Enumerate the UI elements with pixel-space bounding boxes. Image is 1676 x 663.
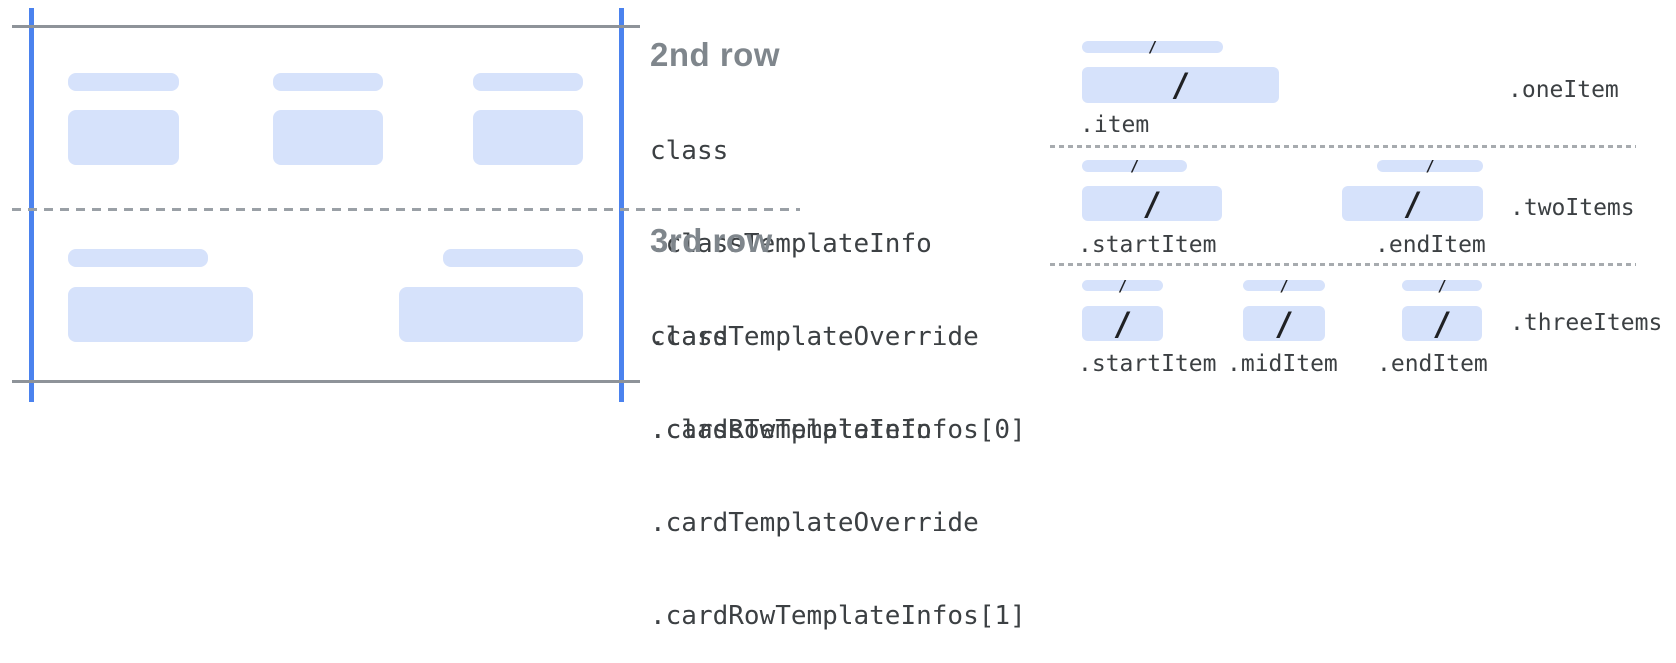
two-end-value-bar: / <box>1342 186 1483 221</box>
row3-right-label-bar <box>443 249 583 267</box>
two-end-label-bar: / <box>1377 157 1483 175</box>
row2-col1-label-bar <box>68 73 179 91</box>
code-line: .classTemplateInfo <box>650 415 932 445</box>
three-mid-label-bar: / <box>1243 276 1325 295</box>
slash-glyph: / <box>1274 304 1294 343</box>
code-line: class <box>650 136 729 166</box>
slash-glyph: / <box>1279 276 1289 295</box>
three-items-section-label: .threeItems <box>1510 310 1663 336</box>
slash-glyph: / <box>1117 276 1128 295</box>
slash-glyph: / <box>1432 304 1452 343</box>
start-item-label: .startItem <box>1078 232 1217 258</box>
end-item-label: .endItem <box>1377 351 1488 377</box>
row2-col2-label-bar <box>273 73 383 91</box>
row2-heading: 2nd row <box>650 36 781 73</box>
mid-item-label: .midItem <box>1227 351 1338 377</box>
slash-glyph: / <box>1437 276 1447 295</box>
slash-glyph: / <box>1170 66 1191 104</box>
card-bottom-edge <box>12 380 640 383</box>
card-template-diagram: { "left_panel": { "row2": { "heading": "… <box>12 8 1663 631</box>
left-guide-line <box>29 8 34 402</box>
row3-left-value-bar <box>68 287 253 342</box>
three-end-label-bar: / <box>1402 276 1482 295</box>
section-separator-dashed <box>1050 145 1636 148</box>
three-mid-value-bar: / <box>1243 306 1325 341</box>
one-item-value-bar: / <box>1082 67 1279 103</box>
slash-glyph: / <box>1112 304 1133 343</box>
slash-glyph: / <box>1402 184 1423 223</box>
row3-code-path: class .classTemplateInfo .cardTemplateOv… <box>650 260 1026 663</box>
row2-col3-label-bar <box>473 73 583 91</box>
row2-col3-value-bar <box>473 110 583 165</box>
row2-col1-value-bar <box>68 110 179 165</box>
row3-heading: 3rd row <box>650 222 773 259</box>
one-item-label-bar: / <box>1082 38 1223 56</box>
row2-col2-value-bar <box>273 110 383 165</box>
code-line: .cardTemplateOverride <box>650 322 979 352</box>
slash-glyph: / <box>1425 157 1435 175</box>
code-line: .classTemplateInfo <box>650 229 932 259</box>
card-top-edge <box>12 25 640 28</box>
three-start-value-bar: / <box>1082 306 1163 341</box>
row3-right-value-bar <box>399 287 583 342</box>
right-guide-line <box>619 8 624 402</box>
row3-left-label-bar <box>68 249 208 267</box>
three-end-value-bar: / <box>1402 306 1482 341</box>
code-line: class <box>650 322 729 352</box>
row-divider-dashed <box>12 208 800 211</box>
slash-glyph: / <box>1147 38 1158 56</box>
end-item-label: .endItem <box>1375 232 1486 258</box>
slash-glyph: / <box>1142 184 1162 223</box>
two-items-section-label: .twoItems <box>1510 195 1635 221</box>
three-start-label-bar: / <box>1082 276 1163 295</box>
code-line: .cardTemplateOverride <box>650 508 979 538</box>
one-item-section-label: .oneItem <box>1508 77 1619 103</box>
slash-glyph: / <box>1129 157 1140 175</box>
start-item-label: .startItem <box>1078 351 1217 377</box>
item-label: .item <box>1080 112 1150 138</box>
two-start-value-bar: / <box>1082 186 1222 221</box>
two-start-label-bar: / <box>1082 157 1187 175</box>
section-separator-dashed <box>1050 263 1636 266</box>
code-line: .cardRowTemplateInfos[1] <box>650 601 1026 631</box>
